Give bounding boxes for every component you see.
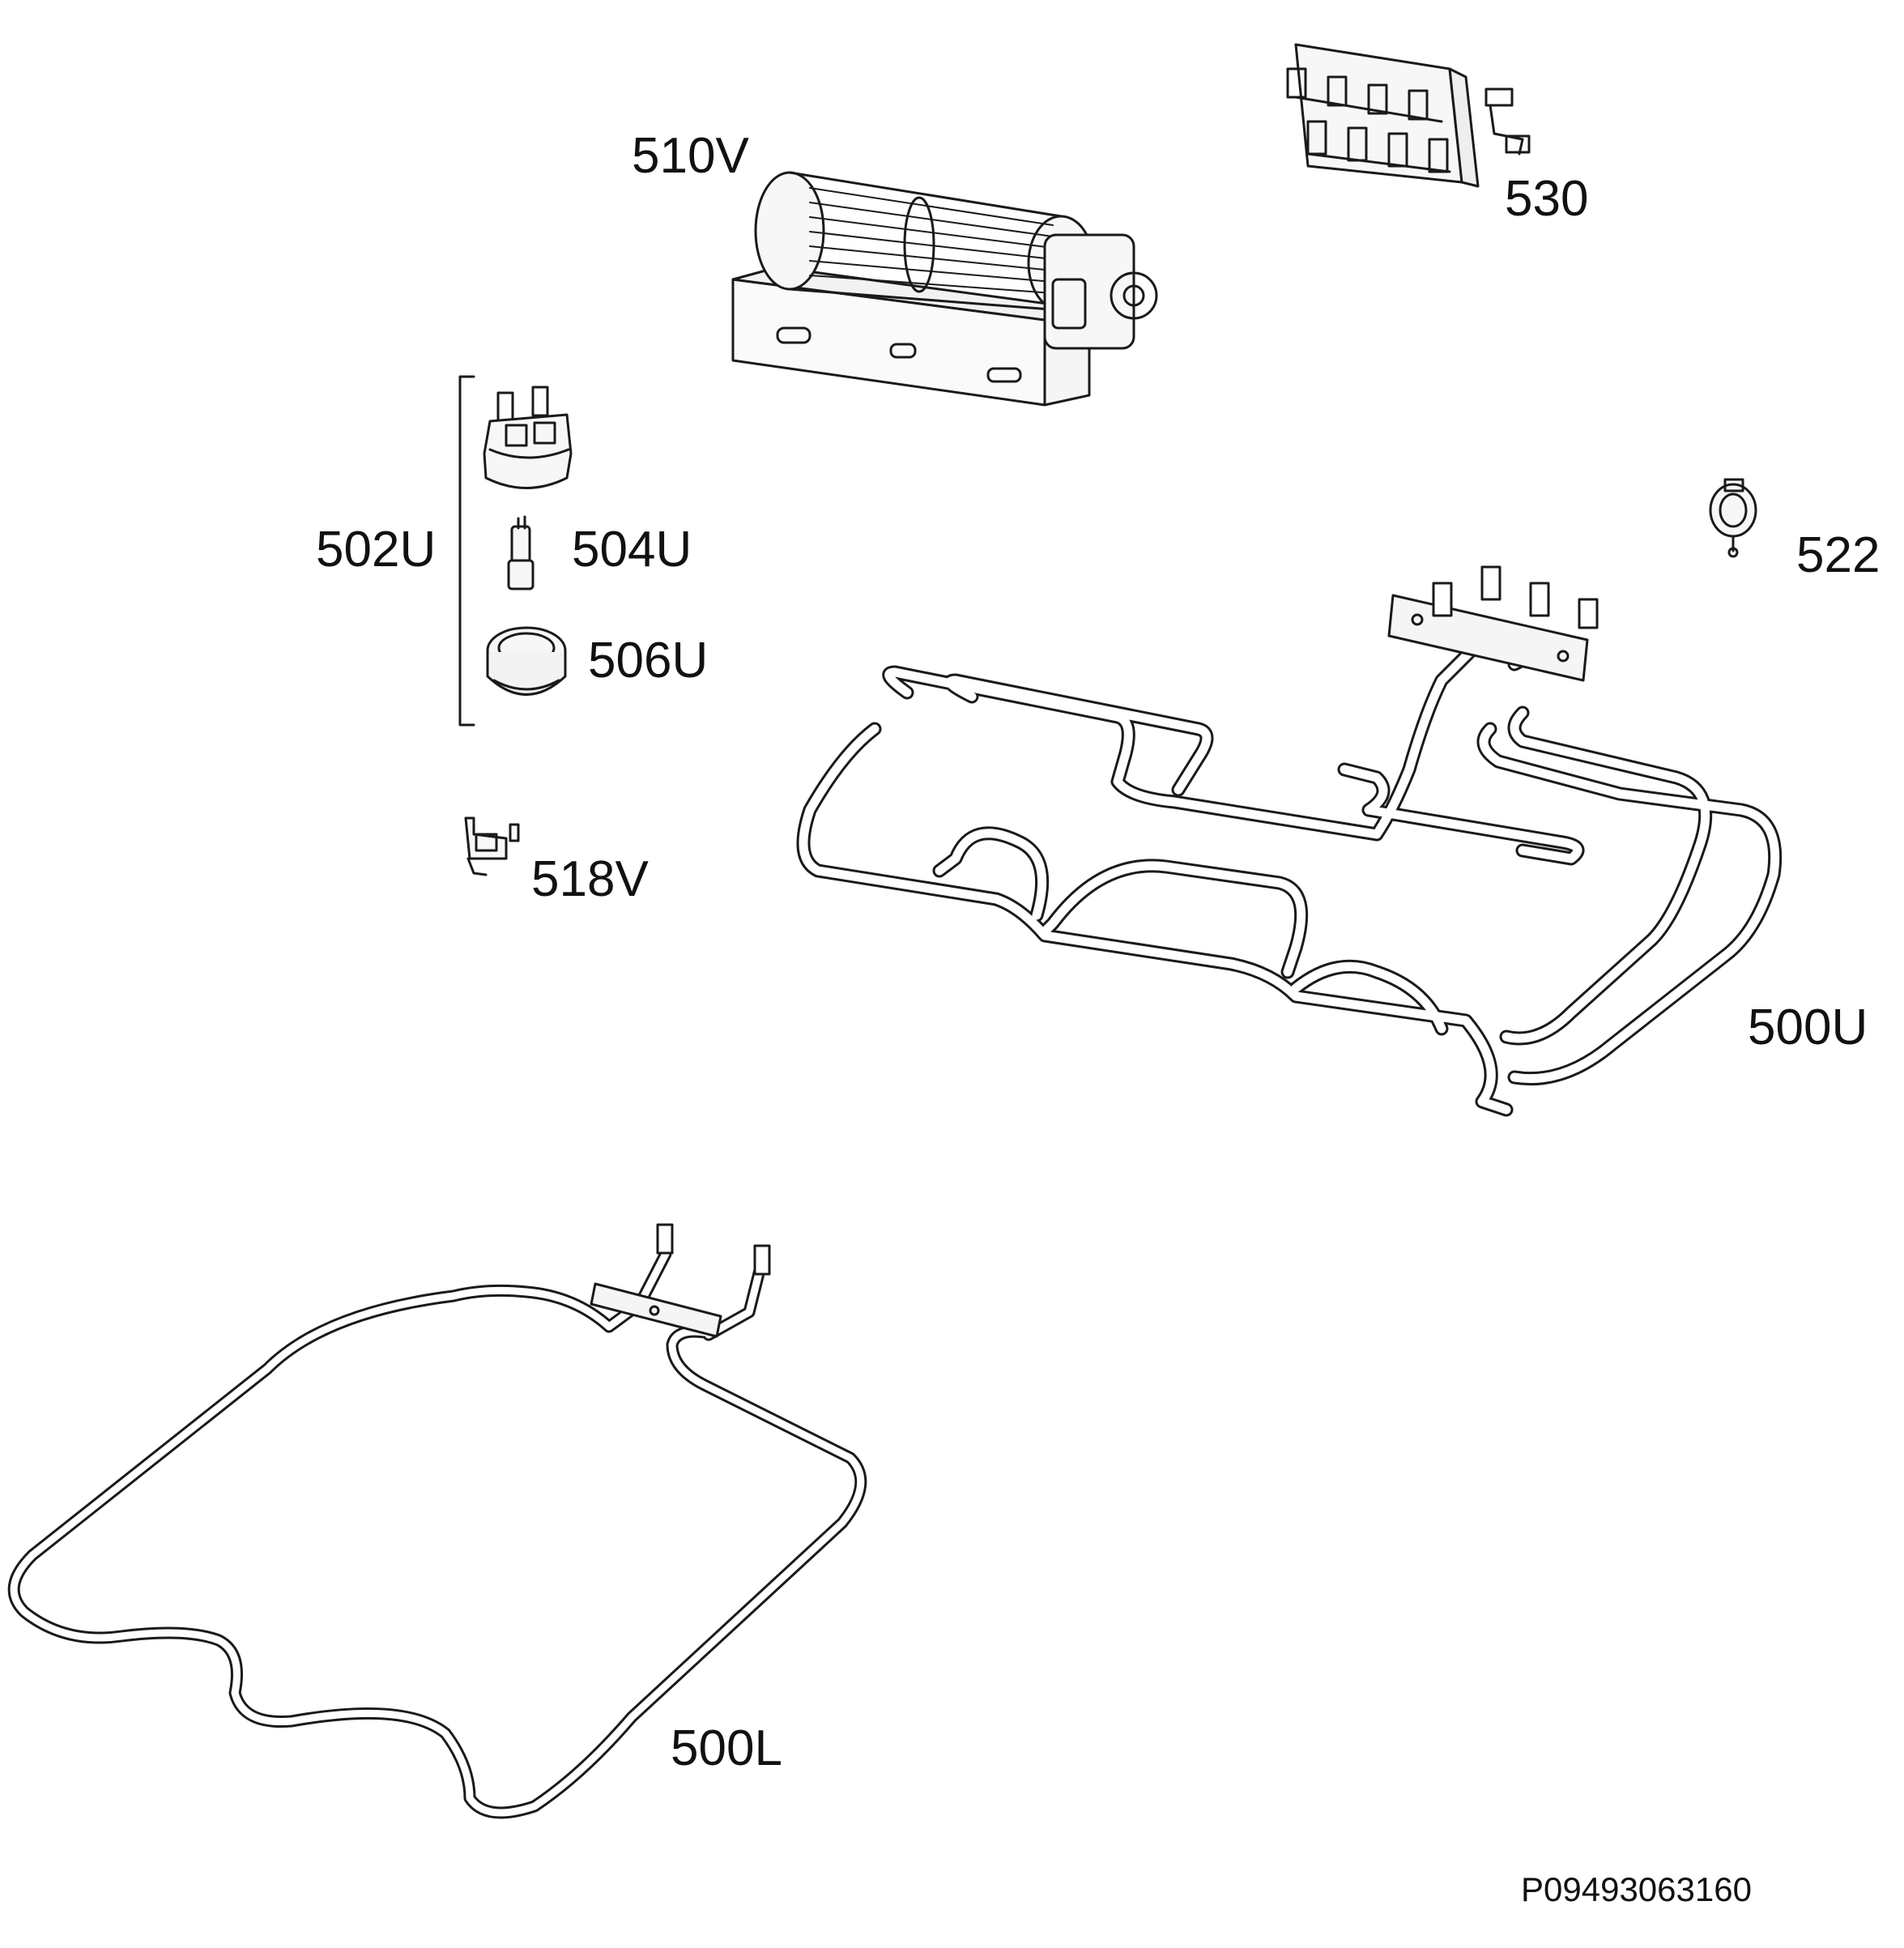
label-504u: 504U xyxy=(572,522,692,578)
label-530: 530 xyxy=(1505,171,1589,227)
label-500l: 500L xyxy=(671,1720,782,1776)
lamp-bulb-504u xyxy=(507,515,535,590)
label-502u: 502U xyxy=(316,522,437,578)
lamp-holder-502u xyxy=(483,386,573,489)
document-id: P09493063160 xyxy=(1521,1870,1752,1908)
thermostat-518v xyxy=(464,816,520,876)
clamp-522 xyxy=(1709,478,1757,558)
label-510v: 510V xyxy=(632,128,749,184)
label-500u: 500U xyxy=(1748,1000,1868,1055)
tangential-fan-510v xyxy=(731,171,1158,407)
label-522: 522 xyxy=(1796,527,1881,583)
lamp-cover-506u xyxy=(486,626,567,696)
label-506u: 506U xyxy=(588,633,709,688)
group-bracket-502u xyxy=(458,375,475,727)
terminal-block-530 xyxy=(1286,43,1531,188)
label-518v: 518V xyxy=(531,851,649,907)
bottom-element-500l xyxy=(7,1223,867,1819)
grill-element-500u xyxy=(796,565,1783,1117)
